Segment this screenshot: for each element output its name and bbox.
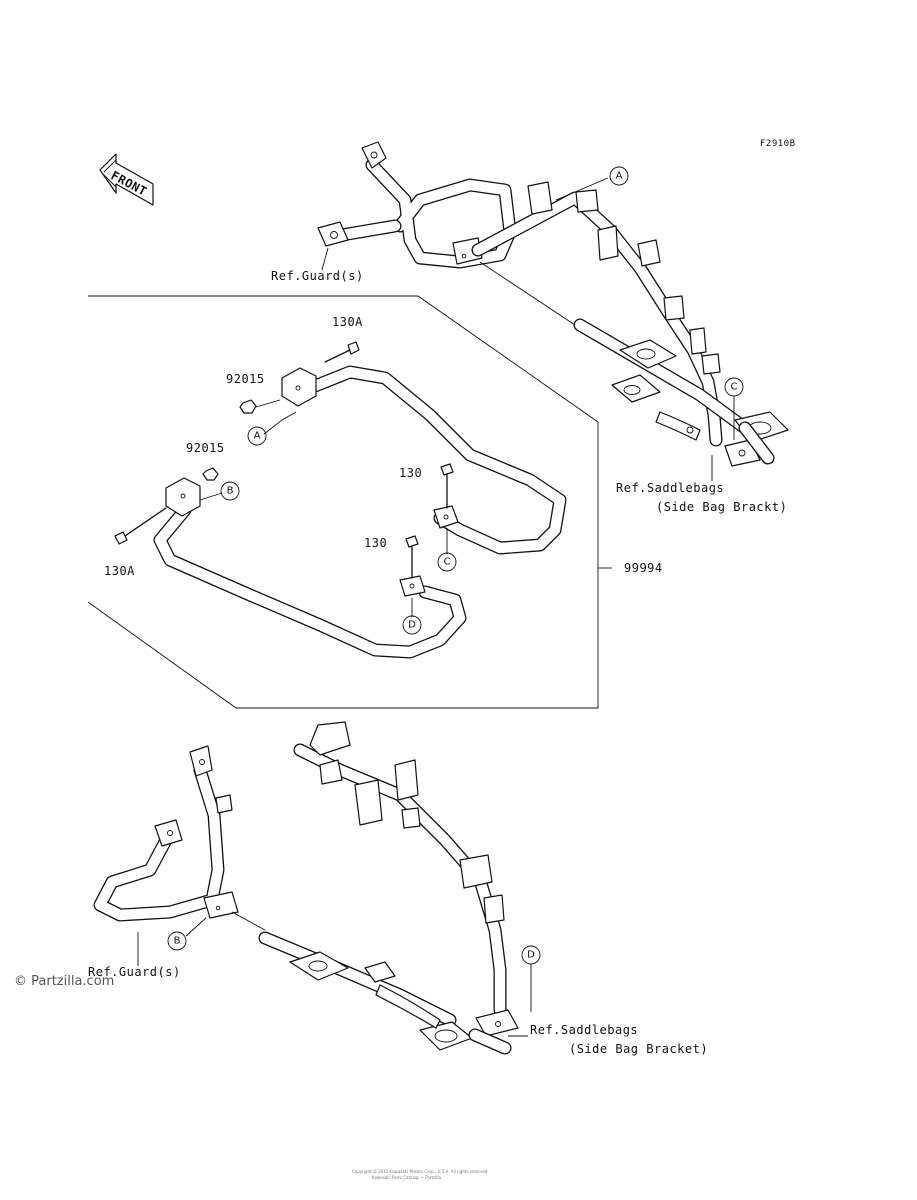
ref-saddlebags-bottom-line2: (Side Bag Bracket)	[569, 1042, 708, 1056]
footer-line-1: Copyright © 2012 Kawasaki Motors Corp., …	[352, 1169, 489, 1174]
ref-saddlebags-top-line1: Ref.Saddlebags	[616, 481, 724, 495]
callout-B-kit-text: B	[227, 486, 234, 497]
ref-saddlebags-top-line2: (Side Bag Brackt)	[656, 500, 787, 514]
bolt-130A-top	[324, 341, 360, 363]
callout-C-kit-text: C	[444, 557, 451, 568]
callout-C-top: C	[724, 377, 744, 440]
top-reference-assembly	[317, 141, 789, 467]
bolt-130-lower-label: 130	[364, 536, 387, 550]
callout-A-kit: A	[247, 411, 297, 446]
nut-92015-lower-label: 92015	[186, 441, 225, 455]
callout-B-kit: B	[199, 481, 240, 501]
callout-A-kit-text: A	[254, 431, 261, 442]
nut-92015-lower	[202, 467, 219, 481]
partzilla-watermark: © Partzilla.com	[14, 974, 114, 989]
callout-A-top: A	[555, 166, 629, 201]
ref-saddlebags-bottom-line1: Ref.Saddlebags	[530, 1023, 638, 1037]
callout-D-bottom: D	[521, 945, 541, 1012]
footer-line-2: Kawasaki Parts Catalog — Partzilla	[372, 1175, 441, 1180]
callout-B-bottom-text: B	[174, 936, 181, 947]
nut-92015-upper	[239, 399, 281, 414]
bolt-130A-left-label: 130A	[104, 564, 135, 578]
ref-guard-bottom-label: Ref.Guard(s)	[88, 965, 181, 979]
callout-D-kit: D	[402, 598, 422, 635]
callout-A-top-text: A	[616, 171, 623, 182]
nut-92015-upper-label: 92015	[226, 372, 265, 386]
kit-bar-assembly	[153, 365, 567, 659]
callout-D-bottom-text: D	[527, 950, 535, 961]
ref-guard-top-label: Ref.Guard(s)	[271, 269, 364, 283]
bolt-130A-left	[114, 507, 167, 545]
kit-boundary	[87, 295, 599, 709]
callout-B-bottom: B	[167, 917, 207, 951]
callout-C-top-text: C	[731, 382, 738, 393]
bolt-130-upper-label: 130	[399, 466, 422, 480]
part-99994-label: 99994	[624, 561, 663, 575]
callout-C-kit: C	[437, 528, 457, 572]
front-direction-arrow-icon: FRONT	[99, 153, 154, 206]
bottom-reference-assembly	[93, 721, 519, 1055]
bolt-130-upper	[440, 463, 454, 509]
figure-code: F2910B	[760, 139, 796, 149]
callout-D-kit-text: D	[408, 620, 416, 631]
bolt-130A-top-label: 130A	[332, 315, 363, 329]
bolt-130-lower	[405, 535, 419, 579]
